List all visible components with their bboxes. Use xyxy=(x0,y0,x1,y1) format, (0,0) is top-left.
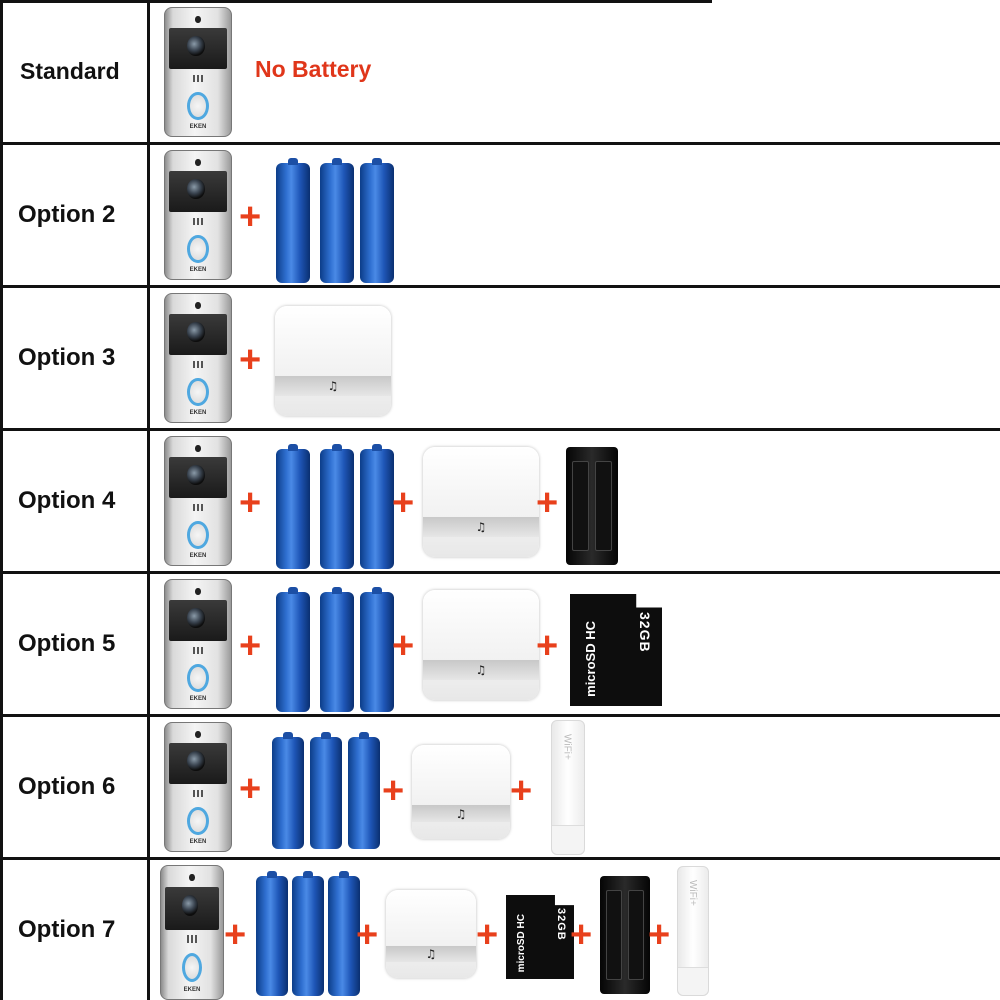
battery-image xyxy=(360,587,394,712)
chime-receiver-image: ♫ xyxy=(386,890,476,978)
battery-image xyxy=(348,732,380,849)
row-divider xyxy=(0,714,1000,717)
battery-image xyxy=(320,587,354,712)
battery-charger-image xyxy=(600,876,650,994)
plus-icon: + xyxy=(392,625,415,667)
row-content: EKEN + + ♫ + xyxy=(150,429,1000,572)
plus-icon: + xyxy=(239,196,262,238)
table-row: Option 5 EKEN + + ♫ + 32GB microSD HC xyxy=(0,572,1000,715)
option-label: Option 3 xyxy=(18,343,116,371)
microsd-card-image: 32GB microSD HC xyxy=(506,895,574,979)
wifi-extender-image: WiFi+ xyxy=(551,720,585,855)
plus-icon: + xyxy=(224,914,247,956)
no-battery-note: No Battery xyxy=(255,56,372,82)
battery-image xyxy=(276,444,310,569)
plus-icon: + xyxy=(356,914,379,956)
row-content: EKEN + + ♫ + WiFi+ xyxy=(150,715,1000,858)
battery-image xyxy=(310,732,342,849)
table-row: Option 6 EKEN + + ♫ + WiFi+ xyxy=(0,715,1000,858)
plus-icon: + xyxy=(239,768,262,810)
plus-icon: + xyxy=(392,482,415,524)
music-note-icon: ♫ xyxy=(475,663,487,678)
table-row: Option 4 EKEN + + ♫ + xyxy=(0,429,1000,572)
microsd-card-image: 32GB microSD HC xyxy=(570,594,662,706)
plus-icon: + xyxy=(570,914,593,956)
row-content: EKEN + xyxy=(150,143,1000,286)
battery-image xyxy=(320,158,354,283)
battery-image xyxy=(328,871,360,996)
chime-receiver-image: ♫ xyxy=(423,590,539,700)
row-divider xyxy=(0,857,1000,860)
chime-receiver-image: ♫ xyxy=(275,306,391,416)
row-divider xyxy=(0,285,1000,288)
battery-image xyxy=(292,871,324,996)
doorbell-image: EKEN xyxy=(164,293,232,423)
battery-image xyxy=(360,158,394,283)
row-content: EKEN + ♫ xyxy=(150,286,1000,429)
row-divider xyxy=(0,571,1000,574)
row-divider xyxy=(0,428,1000,431)
doorbell-image: EKEN xyxy=(164,436,232,566)
table-row: Option 7 EKEN + + ♫ + 32GB microSD HC + xyxy=(0,858,1000,1000)
music-note-icon: ♫ xyxy=(475,520,487,535)
plus-icon: + xyxy=(476,914,499,956)
battery-charger-image xyxy=(566,447,618,565)
plus-icon: + xyxy=(536,482,559,524)
wifi-extender-image: WiFi+ xyxy=(677,866,709,996)
doorbell-image: EKEN xyxy=(164,722,232,852)
row-content: EKEN No Battery xyxy=(150,0,1000,143)
row-divider xyxy=(0,0,712,3)
row-content: EKEN + + ♫ + 32GB microSD HC + + WiFi+ xyxy=(150,858,1000,1000)
doorbell-image: EKEN xyxy=(160,865,224,1000)
music-note-icon: ♫ xyxy=(327,379,339,394)
option-label: Option 4 xyxy=(18,486,116,514)
table-row: Option 2 EKEN + xyxy=(0,143,1000,286)
battery-image xyxy=(320,444,354,569)
battery-image xyxy=(276,158,310,283)
option-label: Option 2 xyxy=(18,200,116,228)
row-content: EKEN + + ♫ + 32GB microSD HC xyxy=(150,572,1000,715)
plus-icon: + xyxy=(239,339,262,381)
music-note-icon: ♫ xyxy=(455,806,467,821)
option-label: Option 5 xyxy=(18,629,116,657)
row-divider xyxy=(0,142,1000,145)
plus-icon: + xyxy=(510,770,533,812)
doorbell-image: EKEN xyxy=(164,150,232,280)
battery-image xyxy=(276,587,310,712)
column-divider xyxy=(147,0,150,1000)
left-border xyxy=(0,0,3,1000)
doorbell-image: EKEN xyxy=(164,579,232,709)
plus-icon: + xyxy=(536,625,559,667)
chime-receiver-image: ♫ xyxy=(412,745,510,839)
chime-receiver-image: ♫ xyxy=(423,447,539,557)
plus-icon: + xyxy=(648,914,671,956)
table-row: Standard EKEN No Battery xyxy=(0,0,1000,143)
plus-icon: + xyxy=(239,482,262,524)
battery-image xyxy=(256,871,288,996)
table-row: Option 3 EKEN + ♫ xyxy=(0,286,1000,429)
battery-image xyxy=(360,444,394,569)
music-note-icon: ♫ xyxy=(425,947,437,962)
option-label: Standard xyxy=(20,58,120,84)
plus-icon: + xyxy=(239,625,262,667)
plus-icon: + xyxy=(382,770,405,812)
option-label: Option 6 xyxy=(18,772,116,800)
battery-image xyxy=(272,732,304,849)
option-label: Option 7 xyxy=(18,915,116,943)
doorbell-image: EKEN xyxy=(164,7,232,137)
